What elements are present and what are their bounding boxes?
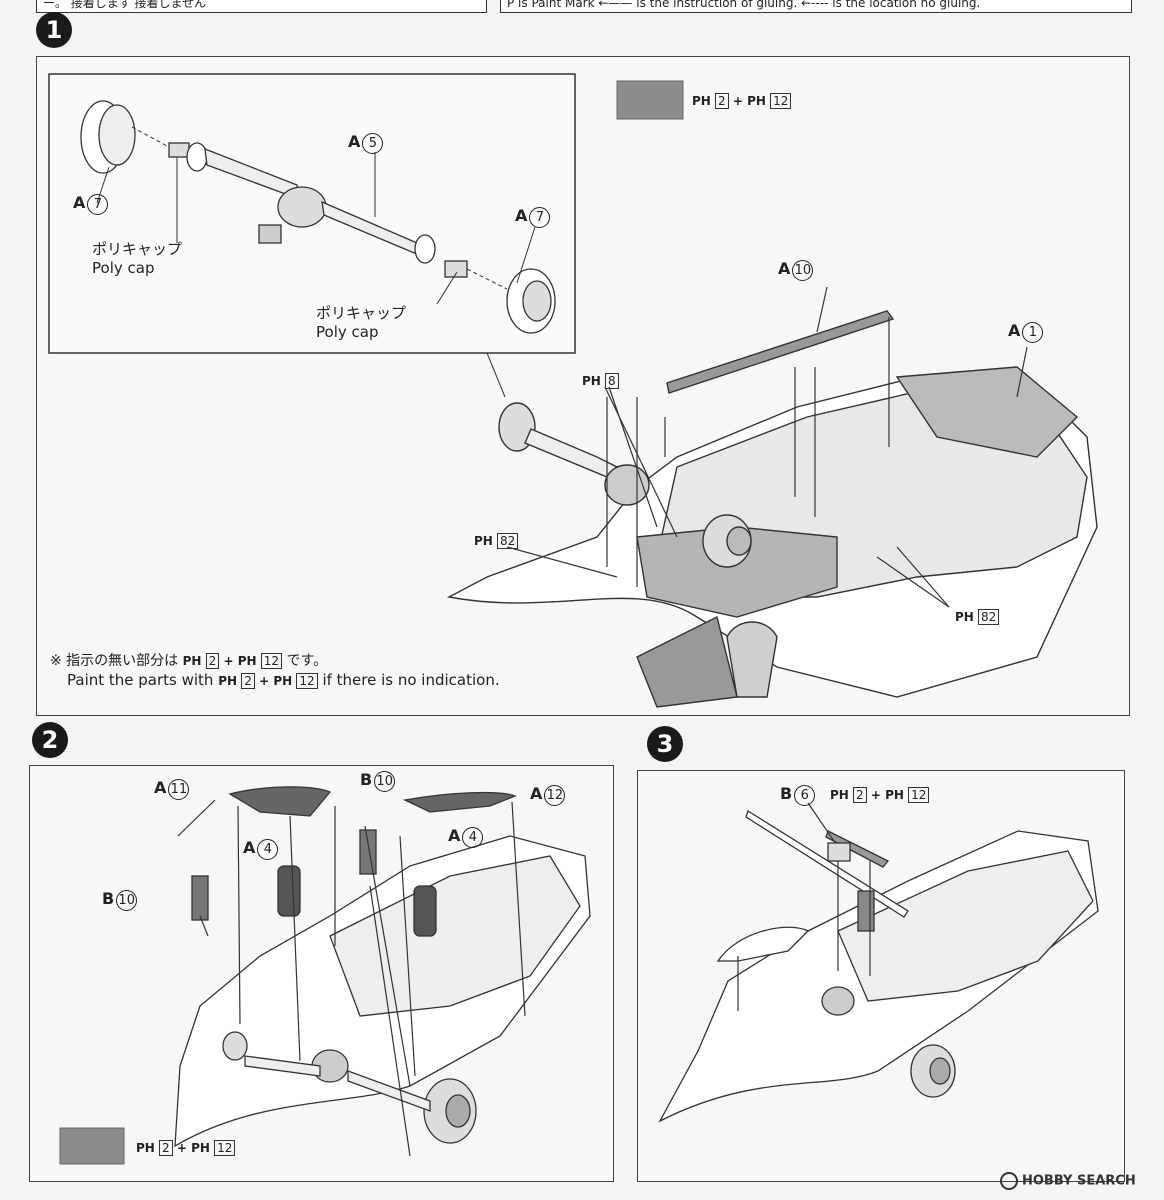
- glue-legend-jp: ー。 接着します 接着しません: [36, 0, 487, 13]
- step-3-drawing: [658, 802, 1099, 1123]
- step-1-paint-spec: PH 2 + PH 12: [692, 93, 792, 109]
- step-3-paint-spec: PH 2 + PH 12: [830, 787, 930, 803]
- glue-legend-en: P is Paint Mark ←—— is the instruction o…: [500, 0, 1132, 13]
- step-1-panel: [36, 56, 1130, 716]
- step-2-badge: 2: [32, 722, 68, 758]
- step-3-panel: [637, 770, 1125, 1182]
- step-1-drawing: [48, 73, 1098, 708]
- step-1-badge: 1: [36, 12, 72, 48]
- note-en: Paint the parts with PH 2 + PH 12 if the…: [67, 671, 500, 689]
- watermark: HOBBY SEARCH: [1000, 1172, 1136, 1190]
- paint-callout-ph82-left: PH 82: [474, 533, 519, 549]
- paint-callout-ph8: PH 8: [582, 373, 619, 389]
- note-jp: ※ 指示の無い部分は PH 2 + PH 12 です。: [50, 653, 328, 669]
- step-2-drawing: [59, 786, 591, 1165]
- watermark-logo-icon: [1000, 1172, 1018, 1190]
- step-3-badge: 3: [647, 726, 683, 762]
- step-2-panel: [29, 765, 614, 1182]
- paint-callout-ph82-right: PH 82: [955, 609, 1000, 625]
- step-2-paint-spec: PH 2 + PH 12: [136, 1140, 236, 1156]
